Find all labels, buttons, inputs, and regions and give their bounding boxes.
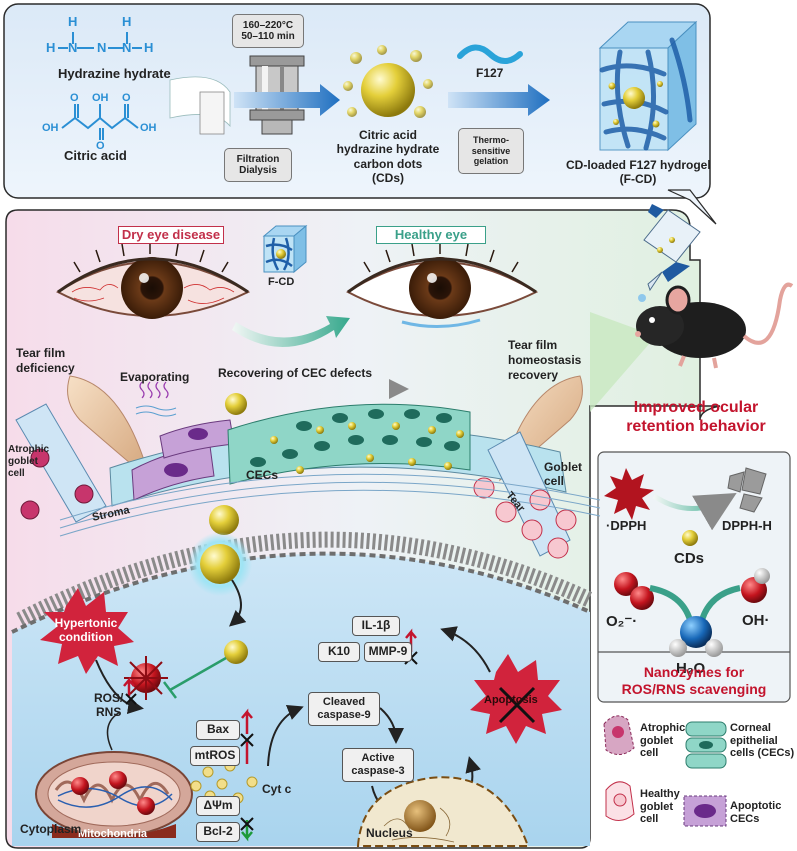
hydroxyl-icon xyxy=(741,568,770,603)
nucleus-label: Nucleus xyxy=(366,826,413,840)
dpph-label: ·DPPH xyxy=(606,518,647,533)
filtration-box: Filtration Dialysis xyxy=(224,148,292,182)
f127-label: F127 xyxy=(476,66,504,80)
superoxide-label: O₂⁻· xyxy=(606,613,638,630)
nanozyme-panel xyxy=(597,451,791,703)
atom-h: H xyxy=(68,14,78,29)
dry-eye-illustration xyxy=(56,242,251,319)
cec-stack xyxy=(227,403,471,485)
atom-o: O xyxy=(96,140,105,152)
ros-particle-icon xyxy=(124,656,168,700)
carbon-dot-cluster xyxy=(343,45,433,118)
evaporating-label: Evaporating xyxy=(120,370,190,384)
atom-oh: OH xyxy=(42,122,59,134)
mitochondria-illustration xyxy=(35,751,193,838)
tear-deficiency-label: Tear film deficiency xyxy=(16,346,75,375)
legend-apoptotic-label: Apoptotic CECs xyxy=(730,800,782,825)
il1b-box: IL-1β xyxy=(352,616,400,636)
healthy-eye-label: Healthy eye xyxy=(376,226,486,244)
delta-psi-box: ΔΨm xyxy=(196,796,240,816)
atom-h: H xyxy=(46,40,56,55)
k10-box: K10 xyxy=(318,642,360,662)
hydrogel-cube-icon xyxy=(598,20,698,152)
tear-recovery-label: Tear film homeostasis recovery xyxy=(508,338,582,382)
hypertonic-label: Hypertonic condition xyxy=(54,616,118,645)
hydrogel-label: CD-loaded F127 hydrogel (F-CD) xyxy=(566,158,711,187)
atom-h: H xyxy=(144,40,154,55)
legend-apoptotic-icon xyxy=(683,795,727,827)
synthesis-panel xyxy=(3,3,711,199)
superoxide-icon xyxy=(614,572,654,610)
atrophic-goblet-column xyxy=(15,403,107,523)
atom-n: N xyxy=(68,40,78,55)
fcd-label: F-CD xyxy=(268,276,295,288)
atom-n: N xyxy=(122,40,132,55)
legend-atrophic-label: Atrophic goblet cell xyxy=(640,722,686,760)
cytc-label: Cyt c xyxy=(262,782,292,796)
apoptosis-label: Apoptosis xyxy=(484,694,538,706)
mitochondria-label: Mitochondria xyxy=(78,828,148,840)
nanozyme-title: Nanozymes for ROS/RNS scavenging xyxy=(621,664,767,697)
fcd-cube-icon xyxy=(262,224,308,274)
mmp9-box: MMP-9 xyxy=(364,642,412,662)
water-label: H₂O xyxy=(676,660,706,677)
ros-rns-label: ROS/ RNS xyxy=(94,691,124,719)
bcl2-box: Bcl-2 xyxy=(196,822,240,842)
recovering-label: Recovering of CEC defects xyxy=(218,366,373,380)
healthy-eye-illustration xyxy=(346,242,539,329)
atrophic-goblet-label: Atrophic goblet cell xyxy=(8,444,50,479)
reaction-conditions-box: 160–220°C 50–110 min xyxy=(232,14,304,48)
atom-n: N xyxy=(97,40,107,55)
active-caspase3-box: Active caspase-3 xyxy=(342,748,414,782)
apoptosis-burst xyxy=(470,654,562,744)
healthy-goblet-column xyxy=(473,431,577,559)
cds-label: CDs xyxy=(674,550,705,567)
atom-o: O xyxy=(122,92,131,104)
cecs-label: CECs xyxy=(246,468,279,482)
atom-o: O xyxy=(70,92,79,104)
mouse-icon xyxy=(635,282,794,369)
hypertonic-burst xyxy=(40,588,134,674)
carbon-dots-label: Citric acid hydrazine hydrate carbon dot… xyxy=(336,128,440,186)
bax-box: Bax xyxy=(196,720,240,740)
atom-oh: OH xyxy=(92,92,109,104)
dpphh-label: DPPH-H xyxy=(722,518,772,533)
cleaved-caspase9-box: Cleaved caspase-9 xyxy=(308,692,380,726)
dry-eye-disease-label: Dry eye disease xyxy=(118,226,224,244)
dpph-radical-icon xyxy=(604,468,654,520)
citric-acid-label: Citric acid xyxy=(64,148,127,163)
atom-oh: OH xyxy=(140,122,157,134)
hydroxyl-label: OH· xyxy=(742,612,770,629)
legend-corneal-label: Corneal epithelial cells (CECs) xyxy=(730,722,795,760)
eye-drop-bottle-icon xyxy=(638,204,701,302)
treatment-arrow xyxy=(232,316,350,347)
retention-title: Improved ocular retention behavior xyxy=(626,399,766,436)
nucleus-region xyxy=(356,776,530,847)
water-molecule-icon xyxy=(669,616,723,657)
goblet-cell-label: Goblet cell xyxy=(544,460,582,489)
legend-atrophic-icon xyxy=(603,715,635,755)
dpph-h-icon xyxy=(727,467,767,513)
thermo-gelation-box: Thermo- sensitive gelation xyxy=(458,128,524,174)
mtros-box: mtROS xyxy=(190,746,240,766)
cytoplasm-label: Cytoplasm xyxy=(20,822,82,836)
legend-healthy-icon xyxy=(605,781,635,821)
legend-corneal-icon xyxy=(685,721,727,769)
atom-h: H xyxy=(122,14,132,29)
legend-healthy-label: Healthy goblet cell xyxy=(640,788,680,826)
hydrazine-label: Hydrazine hydrate xyxy=(58,66,171,81)
